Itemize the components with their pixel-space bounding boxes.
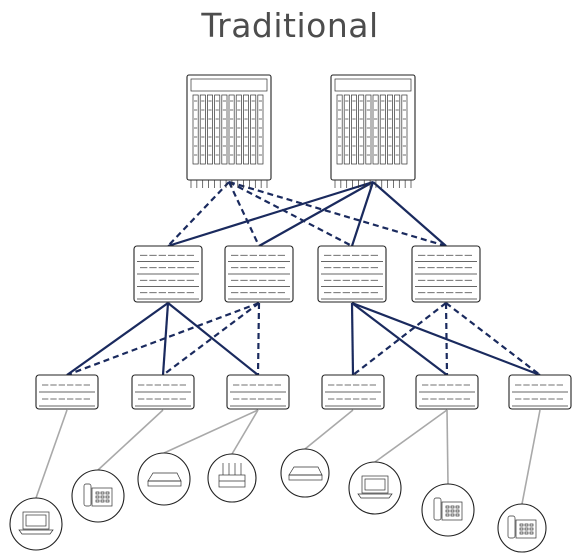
core-agg-link [167, 181, 230, 247]
core-agg-link [228, 180, 447, 248]
core-agg-link [350, 181, 375, 247]
access-point-icon [280, 448, 330, 498]
access-endpoint-link [304, 409, 354, 450]
access-endpoint-link [446, 409, 449, 485]
ip-phone-icon [497, 503, 547, 553]
access-switch-icon [321, 374, 385, 410]
agg-access-link [256, 302, 261, 376]
ip-phone-icon [71, 469, 125, 523]
ip-phone-icon [421, 483, 475, 537]
agg-access-link [445, 302, 541, 376]
access-point-icon [137, 452, 191, 506]
agg-access-link [66, 301, 260, 377]
access-endpoint-link [374, 409, 448, 463]
laptop-icon [348, 461, 402, 515]
core-switch-icon [330, 74, 416, 188]
access-switch-icon [226, 374, 290, 410]
agg-access-link [162, 302, 260, 376]
access-switch-icon [131, 374, 195, 410]
agg-access-link [351, 302, 448, 376]
core-agg-link [258, 181, 374, 247]
diagram-title: Traditional [201, 6, 379, 45]
aggregation-switch-icon [411, 245, 481, 303]
access-switch-icon [415, 374, 479, 410]
access-endpoint-link [163, 409, 259, 454]
access-endpoint-link [521, 409, 541, 505]
core-agg-link [167, 180, 374, 248]
access-endpoint-link [231, 409, 259, 455]
access-switch-icon [508, 374, 572, 410]
laptop-icon [9, 497, 63, 551]
agg-access-link [66, 302, 169, 376]
links-layer [35, 180, 541, 505]
agg-access-link [350, 302, 355, 376]
aggregation-switch-icon [317, 245, 387, 303]
core-agg-link [228, 181, 353, 247]
aggregation-switch-icon [224, 245, 294, 303]
core-switch-icon [186, 74, 272, 188]
agg-access-link [167, 302, 259, 376]
access-endpoint-link [35, 409, 68, 499]
nodes-layer [9, 74, 572, 553]
core-agg-link [372, 181, 447, 247]
router-icon [207, 453, 257, 503]
access-endpoint-link [97, 409, 164, 471]
agg-access-link [444, 302, 449, 376]
core-agg-link [228, 181, 260, 247]
aggregation-switch-icon [133, 245, 203, 303]
access-switch-icon [35, 374, 99, 410]
